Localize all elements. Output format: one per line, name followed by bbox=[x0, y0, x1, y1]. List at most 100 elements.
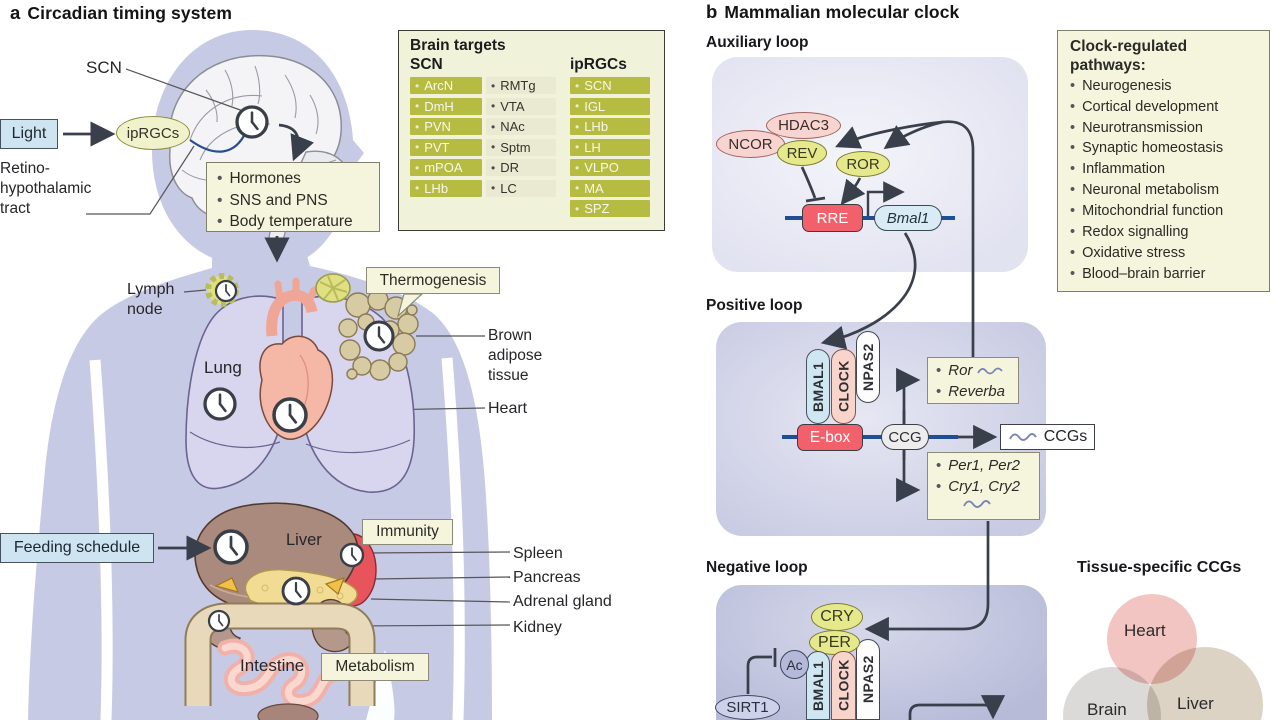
pathway-item: Inflammation bbox=[1070, 159, 1257, 180]
metabolism-box: Metabolism bbox=[321, 653, 429, 681]
pancreas-label: Pancreas bbox=[513, 569, 581, 586]
lung-label: Lung bbox=[204, 358, 242, 377]
thermogenesis-box: Thermogenesis bbox=[366, 267, 500, 294]
scn-targets-group: SCN ArcN DmH PVN PVT mPOA LHb RMTg VTA N… bbox=[410, 55, 556, 221]
negative-loop-label: Negative loop bbox=[706, 559, 808, 576]
reverba-gene-label: Reverba bbox=[948, 382, 1005, 400]
brain-target-chip: PVT bbox=[410, 138, 482, 156]
rre-element: RRE bbox=[802, 204, 863, 232]
pathway-item: Oxidative stress bbox=[1070, 243, 1257, 264]
brain-target-chip: SCN bbox=[570, 77, 650, 94]
sine-wave-icon bbox=[977, 367, 1004, 375]
bmal1-protein-positive: BMAL1 bbox=[806, 349, 830, 424]
brain-target-chip: mPOA bbox=[410, 159, 482, 176]
label-connector-lines bbox=[86, 68, 511, 627]
brain-target-chip: IGL bbox=[570, 97, 650, 115]
auxiliary-loop-label: Auxiliary loop bbox=[706, 34, 809, 51]
brain-target-chip: LHb bbox=[570, 118, 650, 135]
brain-targets-box: Brain targets SCN ArcN DmH PVN PVT mPOA … bbox=[398, 30, 665, 231]
hdac3-protein: HDAC3 bbox=[766, 112, 841, 139]
adrenal-gland-label: Adrenal gland bbox=[513, 593, 612, 610]
acetyl-group: Ac bbox=[780, 650, 809, 679]
per-genes-label: Per1, Per2 bbox=[948, 457, 1020, 474]
bmal1-protein-negative: BMAL1 bbox=[806, 651, 830, 720]
feedback-arrow-to-ror bbox=[883, 120, 944, 150]
spleen-label: Spleen bbox=[513, 545, 563, 562]
thermogenesis-pointer bbox=[396, 293, 424, 318]
intestine-label: Intestine bbox=[240, 656, 305, 675]
feeding-schedule-box: Feeding schedule bbox=[0, 533, 154, 563]
scn-outputs-box: Hormones SNS and PNS Body temperature bbox=[206, 162, 380, 232]
pathway-item: Synaptic homeostasis bbox=[1070, 138, 1257, 159]
brain-target-chip: LHb bbox=[410, 179, 482, 197]
panel-a-letter: a bbox=[10, 2, 21, 23]
cry-protein: CRY bbox=[811, 603, 863, 631]
scn-targets-header: SCN bbox=[410, 56, 443, 73]
per-protein: PER bbox=[809, 630, 860, 655]
ccg-to-ror-genes-arrow bbox=[896, 367, 921, 460]
brain-target-chip: VTA bbox=[486, 97, 556, 115]
scn-output-item: Hormones bbox=[217, 168, 369, 190]
npas2-protein-positive: NPAS2 bbox=[856, 331, 880, 403]
brain-target-chip: MA bbox=[570, 179, 650, 197]
light-box: Light bbox=[0, 119, 58, 149]
sirt1-inhibition-line bbox=[746, 655, 772, 694]
adrenal-gland-illustration bbox=[214, 577, 346, 596]
pathway-item: Cortical development bbox=[1070, 97, 1257, 118]
lymph-node-label: Lymph node bbox=[127, 281, 175, 319]
clock-protein-negative: CLOCK bbox=[831, 651, 856, 720]
kidney-label: Kidney bbox=[513, 619, 562, 636]
ror-protein: ROR bbox=[836, 151, 890, 177]
flow-arrows bbox=[63, 121, 314, 561]
brain-target-chip: PVN bbox=[410, 118, 482, 135]
brain-target-chip: Sptm bbox=[486, 138, 556, 156]
scn-output-item: SNS and PNS bbox=[217, 190, 369, 212]
per-cry-genes-box: Per1, Per2 Cry1, Cry2 bbox=[927, 452, 1040, 520]
pathways-title: Clock-regulated pathways: bbox=[1070, 38, 1188, 74]
rev-inhibition-tbar bbox=[805, 196, 826, 203]
brown-adipose-tissue-label: Brown adipose tissue bbox=[488, 327, 543, 384]
negative-loop-partial-arrow bbox=[908, 695, 1006, 720]
pathway-item: Neurotransmission bbox=[1070, 118, 1257, 139]
brain-target-chip: LC bbox=[486, 179, 556, 197]
venn-liver-label: Liver bbox=[1177, 694, 1214, 713]
heart-label: Heart bbox=[488, 400, 528, 417]
brain-target-chip: DR bbox=[486, 159, 556, 176]
percry-to-negative-loop-arrow bbox=[864, 521, 990, 642]
anatomy-illustration bbox=[28, 30, 511, 720]
brain-targets-title: Brain targets bbox=[410, 37, 506, 54]
sine-wave-icon bbox=[963, 500, 991, 509]
cry-genes-label: Cry1, Cry2 bbox=[948, 477, 1020, 495]
ror-reverba-genes-box: Ror Reverba bbox=[927, 357, 1019, 404]
brain-target-chip: VLPO bbox=[570, 159, 650, 176]
brain-target-chip: LH bbox=[570, 138, 650, 156]
sirt1-protein: SIRT1 bbox=[715, 695, 780, 720]
sine-wave-icon bbox=[1008, 433, 1037, 441]
pathway-item: Blood–brain barrier bbox=[1070, 264, 1257, 285]
brain-target-chip: ArcN bbox=[410, 77, 482, 94]
ccgs-output-box: CCGs bbox=[1000, 424, 1095, 450]
ror-activation-arrow bbox=[840, 177, 866, 206]
ncor-protein: NCOR bbox=[716, 130, 785, 158]
intestine-illustration bbox=[184, 602, 376, 720]
positive-loop-label: Positive loop bbox=[706, 297, 803, 314]
scn-label: SCN bbox=[86, 58, 122, 77]
iprgcs-targets-group: ipRGCs SCN IGL LHb LH VLPO MA SPZ bbox=[570, 55, 650, 221]
brain-target-chip: NAc bbox=[486, 118, 556, 135]
pathway-item: Mitochondrial function bbox=[1070, 201, 1257, 222]
brain-target-chip: SPZ bbox=[570, 200, 650, 217]
bmal1-gene: Bmal1 bbox=[874, 205, 942, 231]
venn-brain-label: Brain bbox=[1087, 700, 1127, 719]
iprgcs-targets-header: ipRGCs bbox=[570, 56, 627, 73]
clock-regulated-pathways-box: Clock-regulated pathways: Neurogenesis C… bbox=[1057, 30, 1270, 292]
bmal1-to-positive-loop-arrow bbox=[820, 232, 917, 350]
bmal1-transcription-arrow bbox=[866, 181, 905, 217]
rev-inhibition-line bbox=[800, 166, 817, 199]
retinohypothalamic-tract-label: Retino- hypothalamic tract bbox=[0, 160, 92, 217]
pathway-item: Neurogenesis bbox=[1070, 76, 1257, 97]
scn-output-item: Body temperature bbox=[217, 211, 369, 233]
ebox-element: E-box bbox=[797, 424, 863, 451]
ccg-element: CCG bbox=[881, 424, 929, 450]
